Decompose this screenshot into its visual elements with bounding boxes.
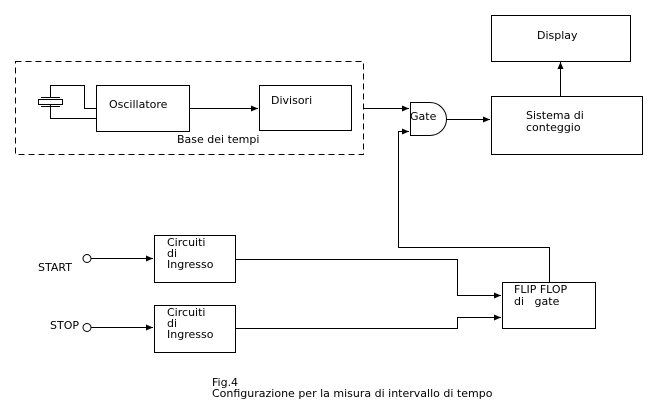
display-label: Display <box>537 29 578 42</box>
time-base-label: Base dei tempi <box>177 133 259 146</box>
start-label: START <box>38 261 72 274</box>
display-block <box>491 15 631 62</box>
counter-label-line1: Sistema di <box>526 109 584 122</box>
figure-number: Fig.4 <box>212 376 238 389</box>
flipflop-to-gate-arrow <box>398 128 550 282</box>
flipflop-label-line1: FLIP FLOP <box>514 283 568 296</box>
stop-terminal <box>82 323 92 332</box>
stop-input-to-flipflop-arrow <box>235 314 501 329</box>
stop-label: STOP <box>50 319 79 332</box>
start-input-to-flipflop-arrow <box>235 259 501 299</box>
flipflop-block <box>502 282 596 329</box>
input-circuit-stop-block <box>154 305 236 353</box>
input-stop-line2: di <box>167 317 177 330</box>
input-stop-line1: Circuiti <box>167 306 205 319</box>
gate-label: Gate <box>410 110 437 123</box>
crystal-icon <box>38 85 96 119</box>
input-start-line1: Circuiti <box>167 236 205 249</box>
oscillator-label: Oscillatore <box>109 98 168 111</box>
figure-caption: Configurazione per la misura di interval… <box>212 387 493 400</box>
counter-block <box>491 96 643 155</box>
start-terminal <box>82 254 92 263</box>
input-start-line2: di <box>167 247 177 260</box>
flipflop-label-line2: di gate <box>514 295 560 308</box>
input-circuit-start-block <box>154 235 236 283</box>
input-stop-line3: Ingresso <box>167 328 214 341</box>
dividers-label: Divisori <box>271 94 312 107</box>
counter-label-line2: conteggio <box>526 121 581 134</box>
gate-block <box>410 102 447 136</box>
oscillator-block <box>96 85 190 132</box>
dividers-block <box>259 85 352 131</box>
input-start-line3: Ingresso <box>167 258 214 271</box>
